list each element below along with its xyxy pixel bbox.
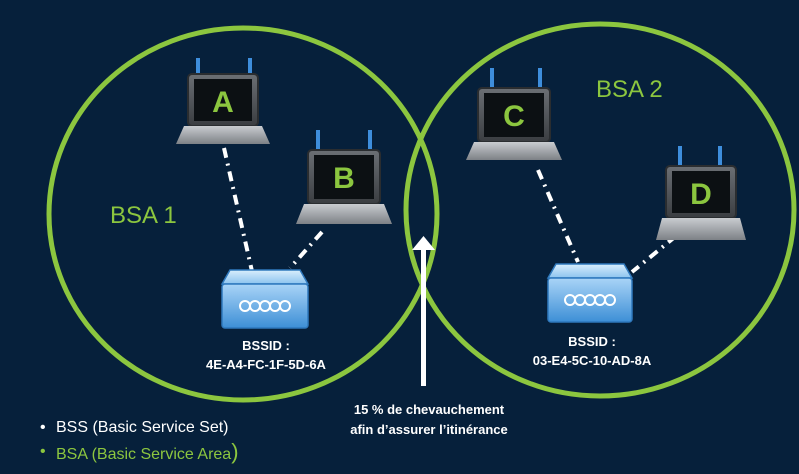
overlap-note-line2: afin d’assurer l’itinérance: [350, 422, 508, 437]
laptop-d: D: [656, 146, 746, 240]
bsa-2-label: BSA 2: [596, 76, 663, 103]
laptop-c: C: [466, 68, 562, 160]
bsa-1-label: BSA 1: [110, 202, 177, 229]
overlap-note: 15 % de chevauchement afin d’assurer l’i…: [334, 400, 524, 440]
bsa-1-circle: [46, 25, 440, 403]
legend-bss-text: BSS (Basic Service Set): [56, 419, 229, 436]
link-d-ap2: [630, 234, 678, 274]
overlap-note-line1: 15 % de chevauchement: [353, 402, 505, 417]
bssid-2-value: 03-E4-5C-10-AD-8A: [532, 353, 652, 368]
legend-item-bsa: BSA (Basic Service Area): [40, 440, 239, 467]
antenna-icon: [678, 146, 722, 166]
laptop-d-label: D: [690, 178, 712, 211]
antenna-icon: [490, 68, 542, 90]
legend-bsa-paren: ): [231, 439, 239, 464]
laptop-a: A: [176, 58, 270, 144]
legend-item-bss: BSS (Basic Service Set): [40, 416, 239, 440]
access-point-1: [220, 269, 310, 329]
laptop-icon: [176, 73, 270, 144]
link-b-ap1: [288, 230, 324, 270]
access-point-icon: [220, 269, 310, 329]
laptop-a-label: A: [212, 86, 234, 119]
bssid-1-value: 4E-A4-FC-1F-5D-6A: [206, 357, 326, 372]
overlap-arrow-icon: [412, 236, 435, 386]
link-c-ap2: [536, 169, 580, 263]
laptop-b: B: [296, 130, 392, 224]
bssid-1: BSSID : 4E-A4-FC-1F-5D-6A: [186, 336, 346, 374]
legend-list: BSS (Basic Service Set) BSA (Basic Servi…: [40, 416, 239, 467]
bssid-2: BSSID : 03-E4-5C-10-AD-8A: [512, 332, 672, 370]
access-point-icon: [546, 263, 634, 323]
bssid-2-title: BSSID :: [568, 334, 616, 349]
laptop-icon: [656, 165, 746, 240]
links: [222, 147, 678, 281]
access-point-2: [546, 263, 634, 323]
laptop-icon: [466, 87, 562, 160]
laptop-icon: [296, 149, 392, 224]
bssid-1-title: BSSID :: [242, 338, 290, 353]
link-a-ap1: [222, 147, 256, 281]
laptop-c-label: C: [503, 100, 525, 133]
antenna-icon: [316, 130, 372, 150]
bsa-2-circle: [403, 21, 797, 399]
laptop-b-label: B: [333, 162, 355, 195]
legend-bsa-text: BSA (Basic Service Area: [56, 446, 232, 463]
